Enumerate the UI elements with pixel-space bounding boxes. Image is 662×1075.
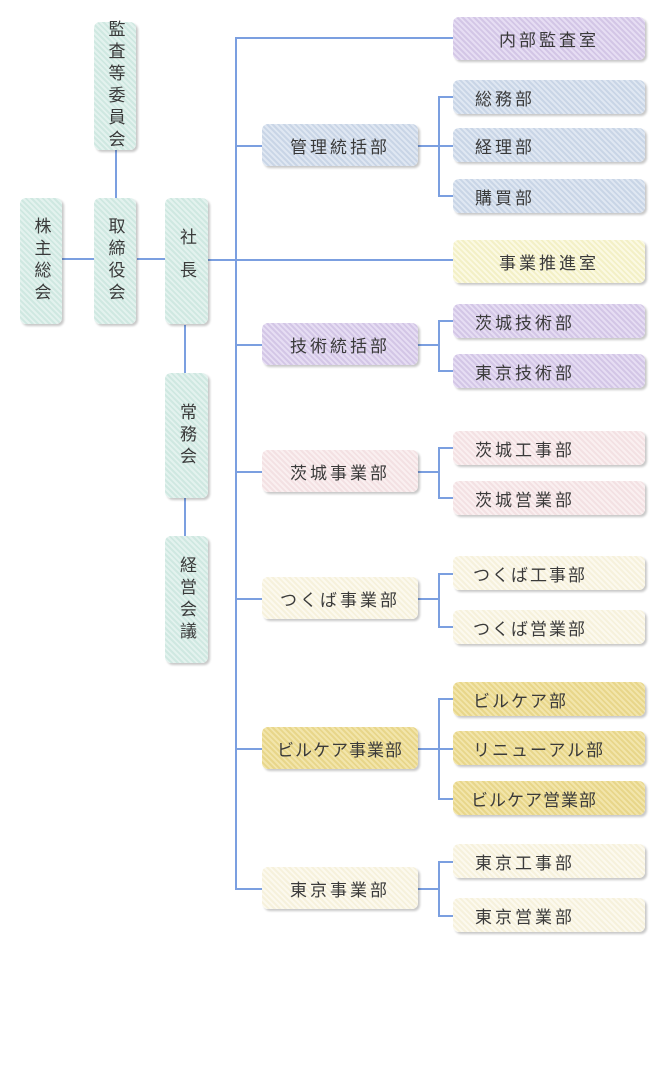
audit-committee-box: 監査等委員会 — [94, 20, 136, 152]
connector-line — [438, 447, 453, 449]
board-box: 取締役会 — [94, 198, 136, 324]
division-box-tsukuba: つくば事業部 — [262, 577, 418, 619]
connector-line — [137, 258, 165, 260]
division-box-ibaraki: 茨城事業部 — [262, 450, 418, 492]
connector-line — [438, 573, 453, 575]
connector-line — [438, 320, 440, 371]
connector-line — [438, 698, 453, 700]
division-box-tokyo: 東京事業部 — [262, 867, 418, 909]
connector-line — [115, 150, 117, 198]
connector-line — [438, 195, 453, 197]
connector-line — [208, 259, 236, 261]
business-promotion-box: 事業推進室 — [453, 240, 645, 283]
department-box: 茨城営業部 — [453, 481, 645, 515]
connector-line — [438, 748, 453, 750]
connector-line — [235, 344, 262, 346]
connector-line — [235, 259, 453, 261]
connector-line — [418, 344, 439, 346]
connector-line — [438, 915, 453, 917]
department-box: 東京技術部 — [453, 354, 645, 388]
connector-line — [438, 573, 440, 627]
department-box: 東京営業部 — [453, 898, 645, 932]
connector-line — [235, 145, 262, 147]
department-box: リニューアル部 — [453, 731, 645, 765]
connector-line — [418, 748, 439, 750]
connector-line — [235, 471, 262, 473]
connector-line — [438, 447, 440, 498]
connector-line — [235, 598, 262, 600]
connector-line — [438, 320, 453, 322]
connector-line — [438, 798, 453, 800]
department-box: ビルケア営業部 — [453, 781, 645, 815]
connector-line — [418, 471, 439, 473]
connector-line — [418, 888, 439, 890]
department-box: 購買部 — [453, 179, 645, 213]
connector-line — [184, 325, 186, 373]
department-box: 総務部 — [453, 80, 645, 114]
president-box: 社長 — [165, 198, 208, 324]
connector-line — [438, 145, 453, 147]
department-box: 東京工事部 — [453, 844, 645, 878]
shareholders-meeting-box: 株主総会 — [20, 198, 62, 324]
division-box-building-care: ビルケア事業部 — [262, 727, 418, 769]
connector-line — [438, 497, 453, 499]
management-council-box: 経営会議 — [165, 536, 208, 663]
department-box: つくば工事部 — [453, 556, 645, 590]
connector-line — [438, 96, 453, 98]
trunk-line — [235, 37, 237, 890]
department-box: 経理部 — [453, 128, 645, 162]
department-box: ビルケア部 — [453, 682, 645, 716]
division-box-technology: 技術統括部 — [262, 323, 418, 365]
department-box: つくば営業部 — [453, 610, 645, 644]
connector-line — [418, 145, 439, 147]
connector-line — [235, 888, 262, 890]
connector-line — [438, 370, 453, 372]
division-box-admin: 管理統括部 — [262, 124, 418, 166]
connector-line — [438, 626, 453, 628]
connector-line — [62, 258, 94, 260]
department-box: 茨城工事部 — [453, 431, 645, 465]
connector-line — [438, 861, 440, 916]
connector-line — [235, 37, 453, 39]
executive-committee-box: 常務会 — [165, 373, 208, 498]
internal-audit-box: 内部監査室 — [453, 17, 645, 60]
connector-line — [418, 598, 439, 600]
department-box: 茨城技術部 — [453, 304, 645, 338]
connector-line — [184, 498, 186, 536]
connector-line — [438, 861, 453, 863]
connector-line — [235, 748, 262, 750]
